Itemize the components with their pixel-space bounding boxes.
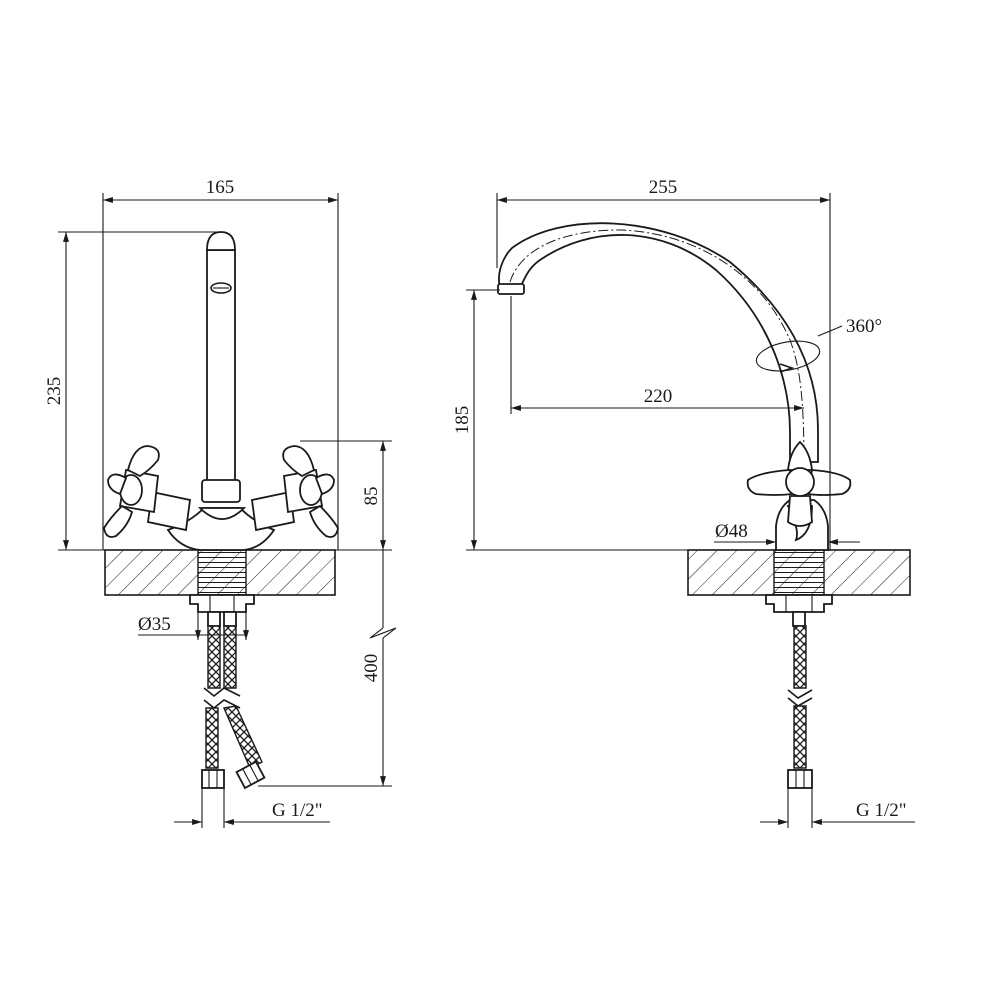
dim-rotation: 360° — [846, 316, 882, 337]
dim-spout-height: 185 — [452, 406, 473, 435]
hose-nut-right — [235, 760, 266, 790]
dim-base-diameter: Ø48 — [715, 521, 748, 542]
mounting-nut — [189, 594, 255, 613]
hose-nut-left — [201, 769, 225, 789]
dim-hole-diameter: Ø35 — [138, 614, 171, 635]
dim-hose-length: 400 — [361, 654, 382, 683]
mounting-thread-side — [773, 549, 825, 596]
handle-right — [250, 445, 339, 538]
hose-right — [223, 625, 237, 689]
spout-centerline — [509, 229, 805, 471]
aerator — [210, 282, 232, 294]
mounting-thread — [197, 549, 247, 596]
dim-front-thread: G 1/2" — [272, 800, 323, 821]
hose-side — [793, 625, 807, 689]
side-view: 360° 255 185 220 Ø48 G 1/2" — [452, 177, 915, 828]
handle-side — [746, 440, 852, 527]
spout-side — [498, 222, 819, 463]
front-view: 165 235 85 400 Ø35 G 1/2" — [44, 177, 397, 828]
hose-left — [207, 625, 221, 689]
faucet-body — [166, 507, 276, 551]
dim-handle-height: 85 — [361, 487, 382, 506]
dim-reach: 220 — [644, 386, 673, 407]
rotation-ring — [755, 340, 821, 372]
dim-side-width: 255 — [649, 177, 678, 198]
spout-aerator — [497, 283, 525, 295]
dim-side-thread: G 1/2" — [856, 800, 907, 821]
dim-front-width: 165 — [206, 177, 235, 198]
handle-left — [103, 445, 192, 538]
spout-front — [206, 249, 236, 483]
hose-nut-side — [787, 769, 813, 789]
dim-front-height: 235 — [44, 377, 65, 406]
mounting-nut-side — [765, 594, 833, 613]
